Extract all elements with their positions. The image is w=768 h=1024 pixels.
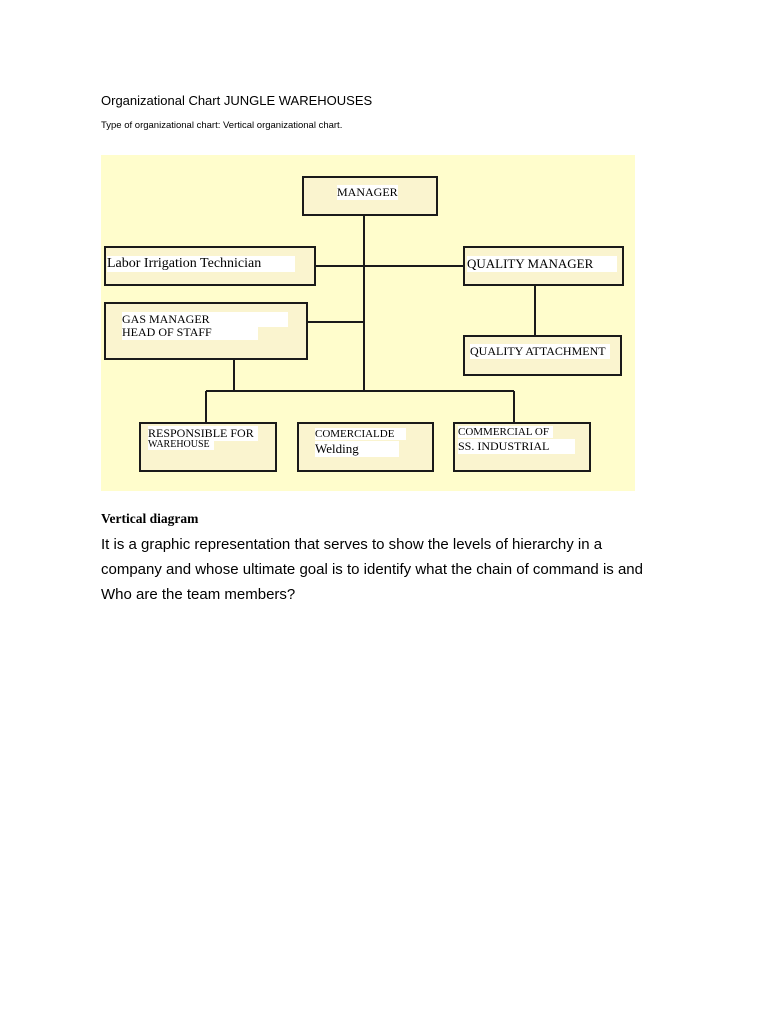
node-quality-manager: QUALITY MANAGER — [463, 246, 624, 286]
node-label: COMERCIALDE — [315, 428, 407, 440]
node-gas-manager: GAS MANAGER HEAD OF STAFF — [104, 302, 308, 360]
org-chart: MANAGER Labor Irrigation Technician QUAL… — [101, 155, 635, 491]
node-quality-attachment: QUALITY ATTACHMENT — [463, 335, 622, 376]
connector-lines — [205, 215, 536, 423]
node-label: QUALITY MANAGER — [467, 256, 618, 272]
node-label: Welding — [315, 441, 399, 457]
node-label: MANAGER — [337, 185, 398, 200]
page-subtitle: Type of organizational chart: Vertical o… — [101, 120, 343, 131]
node-label: Labor Irrigation Technician — [107, 256, 296, 272]
node-label: WAREHOUSE — [148, 439, 214, 450]
node-commercial-industrial: COMMERCIAL OF SS. INDUSTRIAL — [453, 422, 591, 472]
node-manager: MANAGER — [302, 176, 438, 216]
node-label: RESPONSIBLE FOR — [148, 426, 258, 441]
node-labor-irrigation-technician: Labor Irrigation Technician — [104, 246, 316, 286]
node-label: GAS MANAGER — [122, 312, 288, 327]
node-label: COMMERCIAL OF — [458, 426, 553, 438]
node-comercialde-welding: COMERCIALDE Welding — [297, 422, 434, 472]
node-label: QUALITY ATTACHMENT — [470, 344, 610, 359]
section-body: It is a graphic representation that serv… — [101, 536, 643, 603]
page-title: Organizational Chart JUNGLE WAREHOUSES — [101, 93, 373, 108]
node-responsible-for-warehouse: RESPONSIBLE FOR WAREHOUSE — [139, 422, 277, 472]
node-label: HEAD OF STAFF — [122, 325, 258, 340]
section-heading: Vertical diagram — [101, 511, 199, 526]
node-label: SS. INDUSTRIAL — [458, 439, 576, 454]
